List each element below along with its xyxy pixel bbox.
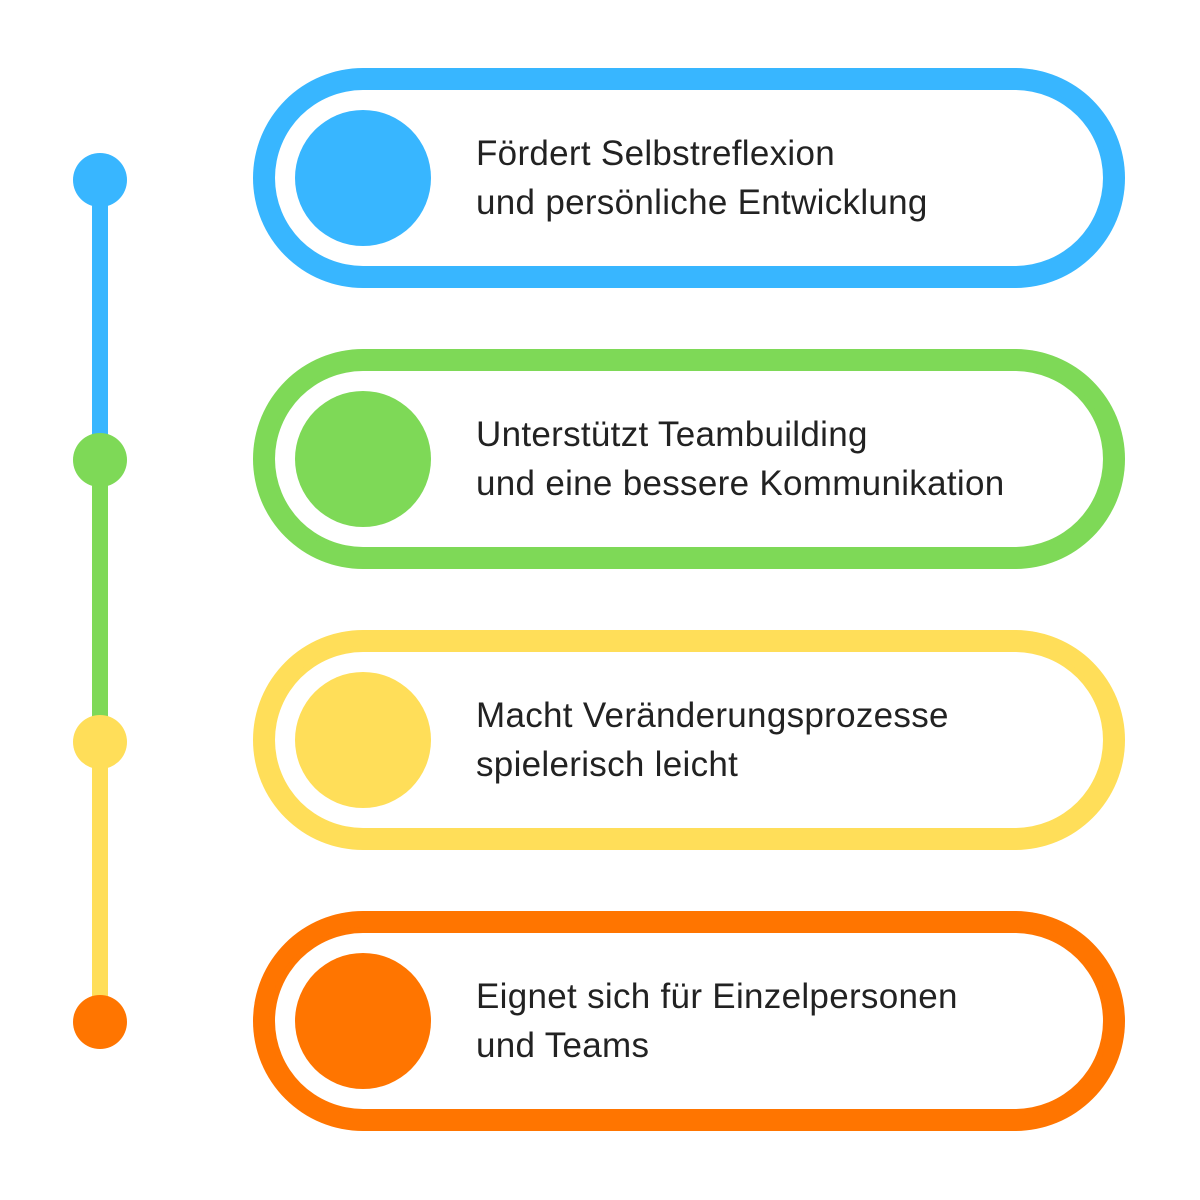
benefit-line-1: Unterstützt Teambuilding <box>476 415 868 454</box>
benefit-line-2: und eine bessere Kommunikation <box>476 464 1005 503</box>
benefit-circle-icon <box>295 953 431 1089</box>
benefit-circle-icon <box>295 391 431 527</box>
benefit-text: Unterstützt Teambuilding und eine besser… <box>476 349 1095 569</box>
benefit-circle-icon <box>295 672 431 808</box>
benefit-line-2: und persönliche Entwicklung <box>476 183 928 222</box>
benefit-line-1: Eignet sich für Einzelpersonen <box>476 977 958 1016</box>
timeline-dot-3 <box>73 715 127 769</box>
benefit-card-2: Unterstützt Teambuilding und eine besser… <box>253 349 1125 569</box>
benefit-line-1: Fördert Selbstreflexion <box>476 134 836 173</box>
benefit-text: Fördert Selbstreflexion und persönliche … <box>476 68 1095 288</box>
timeline-segment-1 <box>92 180 108 460</box>
timeline-dot-4 <box>73 995 127 1049</box>
benefit-line-1: Macht Veränderungsprozesse <box>476 696 949 735</box>
benefit-card-1: Fördert Selbstreflexion und persönliche … <box>253 68 1125 288</box>
timeline-dot-2 <box>73 433 127 487</box>
timeline-segment-2 <box>92 460 108 742</box>
timeline-segment-3 <box>92 742 108 1022</box>
benefit-text: Macht Veränderungsprozesse spielerisch l… <box>476 630 1095 850</box>
benefit-circle-icon <box>295 110 431 246</box>
benefit-text: Eignet sich für Einzelpersonen und Teams <box>476 911 1095 1131</box>
benefit-card-3: Macht Veränderungsprozesse spielerisch l… <box>253 630 1125 850</box>
benefit-line-2: und Teams <box>476 1026 650 1065</box>
benefit-line-2: spielerisch leicht <box>476 745 739 784</box>
timeline-dot-1 <box>73 153 127 207</box>
benefit-card-4: Eignet sich für Einzelpersonen und Teams <box>253 911 1125 1131</box>
